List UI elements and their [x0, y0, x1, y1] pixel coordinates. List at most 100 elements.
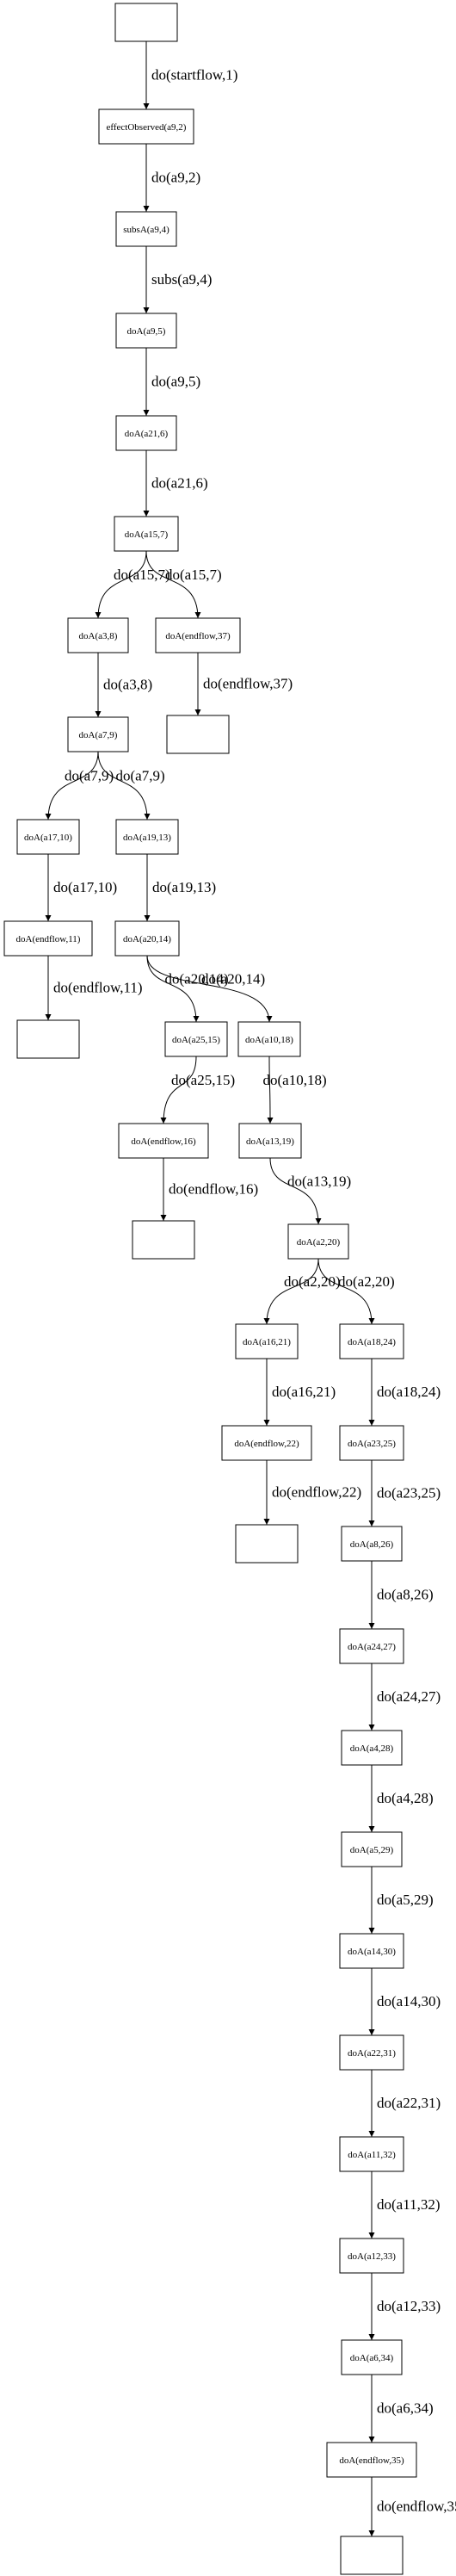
- edge-label: do(a9,5): [151, 374, 200, 390]
- node-box: [115, 415, 177, 451]
- node-label: doA(a6,34): [350, 2353, 394, 2363]
- node-box: [114, 516, 179, 552]
- edge-label: do(a8,26): [377, 1587, 434, 1603]
- node-n6: doA(a3,8): [67, 617, 129, 653]
- node-box: [221, 1425, 312, 1461]
- terminal-node: [132, 1220, 195, 1260]
- node-n19: doA(a13,19): [238, 1123, 302, 1159]
- edge-label: do(a2,20): [338, 1273, 395, 1290]
- node-n28: doA(a4,28): [341, 1730, 403, 1766]
- edge-label: do(a17,10): [53, 879, 117, 895]
- node-label: doA(endflow,37): [165, 631, 231, 641]
- node-n14: doA(a20,14): [114, 920, 180, 957]
- node-label: effectObserved(a9,2): [107, 122, 187, 133]
- node-n26: doA(a8,26): [341, 1526, 403, 1562]
- edge-arrow: [269, 1157, 322, 1225]
- node-n30: doA(a14,30): [339, 1933, 404, 1969]
- edge-label: subs(a9,4): [151, 271, 212, 288]
- node-n5: doA(a15,7): [114, 516, 179, 552]
- edge-label: do(a11,32): [377, 2196, 441, 2213]
- node-label: doA(a12,33): [348, 2251, 396, 2262]
- node-label: doA(a14,30): [348, 1947, 396, 1957]
- node-label: doA(a20,14): [123, 934, 171, 944]
- edge-label: do(a9,2): [151, 170, 200, 186]
- edge-arrow: [97, 751, 151, 820]
- node-box: [339, 1425, 404, 1461]
- node-box: [341, 1730, 403, 1766]
- edge-label: do(a4,28): [377, 1790, 434, 1806]
- node-label: doA(a23,25): [348, 1439, 396, 1449]
- node-label: doA(a15,7): [125, 529, 169, 540]
- node-n1: effectObserved(a9,2): [98, 108, 194, 145]
- node-box: [16, 1019, 80, 1059]
- edge-label: do(startflow,1): [151, 67, 237, 84]
- edge-arrow: [146, 955, 200, 1023]
- node-box: [326, 2442, 417, 2478]
- node-box: [339, 2034, 404, 2071]
- node-n17: doA(endflow,16): [118, 1123, 209, 1159]
- node-n21: doA(a16,21): [235, 1323, 299, 1359]
- node-box: [114, 920, 180, 957]
- node-label: doA(endflow,35): [339, 2455, 404, 2466]
- node-label: doA(a5,29): [350, 1845, 394, 1855]
- node-box: [235, 1323, 299, 1359]
- node-label: doA(a16,21): [243, 1337, 291, 1347]
- node-box: [118, 1123, 209, 1159]
- edge-label: do(a5,29): [377, 1892, 434, 1908]
- edge-label: do(a14,30): [377, 1993, 441, 2009]
- edge-label: do(a19,13): [152, 879, 216, 895]
- node-label: doA(a2,20): [297, 1237, 341, 1248]
- edge-label: do(a12,33): [377, 2298, 441, 2314]
- node-n23: doA(endflow,22): [221, 1425, 312, 1461]
- node-label: doA(a19,13): [123, 833, 171, 843]
- edge-arrow: [317, 1258, 375, 1325]
- edge-label: do(a21,6): [151, 475, 208, 492]
- node-label: doA(a3,8): [79, 631, 118, 641]
- node-n7: doA(endflow,37): [155, 617, 241, 653]
- node-n35: doA(endflow,35): [326, 2442, 417, 2478]
- edge-label: do(a10,18): [263, 1072, 327, 1088]
- terminal-node: [166, 715, 230, 754]
- edge-label: do(a20,14): [201, 971, 265, 988]
- node-box: [341, 1831, 403, 1867]
- edge-label: do(a23,25): [377, 1485, 441, 1502]
- node-box: [67, 716, 129, 752]
- terminal-node: [16, 1019, 80, 1059]
- node-label: doA(a7,9): [79, 730, 118, 740]
- node-label: doA(a11,32): [348, 2150, 396, 2160]
- node-box: [115, 211, 177, 247]
- node-box: [114, 3, 178, 42]
- node-label: doA(a4,28): [350, 1743, 394, 1754]
- node-label: doA(endflow,22): [234, 1439, 299, 1449]
- edge-label: do(a7,9): [116, 768, 165, 784]
- node-label: doA(endflow,16): [131, 1136, 196, 1147]
- node-box: [16, 819, 80, 855]
- terminal-node: [235, 1524, 299, 1564]
- edge-label: do(endflow,16): [169, 1181, 258, 1198]
- node-box: [115, 819, 179, 855]
- node-label: doA(a8,26): [350, 1539, 394, 1550]
- edges-layer: do(startflow,1) do(a9,2) subs(a9,4) do(a9,5…: [45, 41, 456, 2536]
- edge-label: do(endflow,35): [377, 2499, 456, 2515]
- node-n4: doA(a21,6): [115, 415, 177, 451]
- edge-label: do(a18,24): [377, 1384, 441, 1400]
- node-n2: subsA(a9,4): [115, 211, 177, 247]
- node-label: doA(a17,10): [24, 833, 72, 843]
- edge-label: do(a15,7): [165, 567, 222, 583]
- node-box: [339, 1628, 404, 1664]
- node-box: [339, 2238, 404, 2274]
- edge-arrow: [263, 1258, 319, 1325]
- node-n32: doA(a11,32): [339, 2136, 404, 2172]
- node-box: [237, 1021, 301, 1057]
- node-n29: doA(a5,29): [341, 1831, 403, 1867]
- edge-label: do(a25,15): [171, 1072, 235, 1088]
- terminal-node: [340, 2536, 404, 2575]
- node-n25: doA(a23,25): [339, 1425, 404, 1461]
- edge-label: do(endflow,11): [53, 980, 143, 996]
- node-n15: doA(a25,15): [164, 1021, 228, 1057]
- node-label: doA(endflow,11): [16, 934, 81, 944]
- node-box: [339, 1933, 404, 1969]
- node-box: [341, 1526, 403, 1562]
- edge-arrow: [145, 550, 201, 619]
